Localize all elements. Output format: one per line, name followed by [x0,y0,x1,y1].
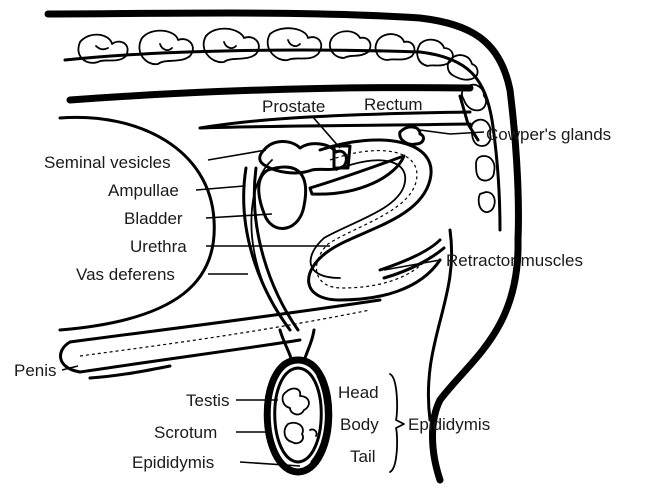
urethra-outer [309,140,440,300]
label-ampullae: Ampullae [108,181,179,200]
rectum [200,112,470,128]
penis-dots [80,310,370,356]
retractor-muscle [380,240,444,278]
label-epididymis-group: Epididymis [408,415,490,434]
prostate-gland [334,146,350,168]
label-scrotum: Scrotum [154,423,217,442]
label-body: Body [340,415,379,434]
label-testis: Testis [186,391,229,410]
label-seminal-vesicles: Seminal vesicles [44,153,171,172]
label-penis: Penis [14,361,57,380]
label-urethra: Urethra [130,237,187,256]
hind-leg [433,240,519,480]
label-bladder: Bladder [124,209,183,228]
label-cowpers-glands: Cowper's glands [486,125,611,144]
bladder [259,167,306,228]
label-head: Head [338,383,379,402]
label-vas-deferens: Vas deferens [76,265,175,284]
vas-deferens [244,168,298,330]
label-rectum: Rectum [364,95,423,114]
cowpers-glands [400,127,424,144]
label-retractor-muscles: Retractor muscles [446,251,583,270]
label-tail: Tail [350,447,376,466]
epididymis-bracket [390,374,404,472]
label-prostate: Prostate [262,97,325,116]
label-epididymis-lower: Epididymis [132,453,214,472]
testis-texture [283,389,317,444]
